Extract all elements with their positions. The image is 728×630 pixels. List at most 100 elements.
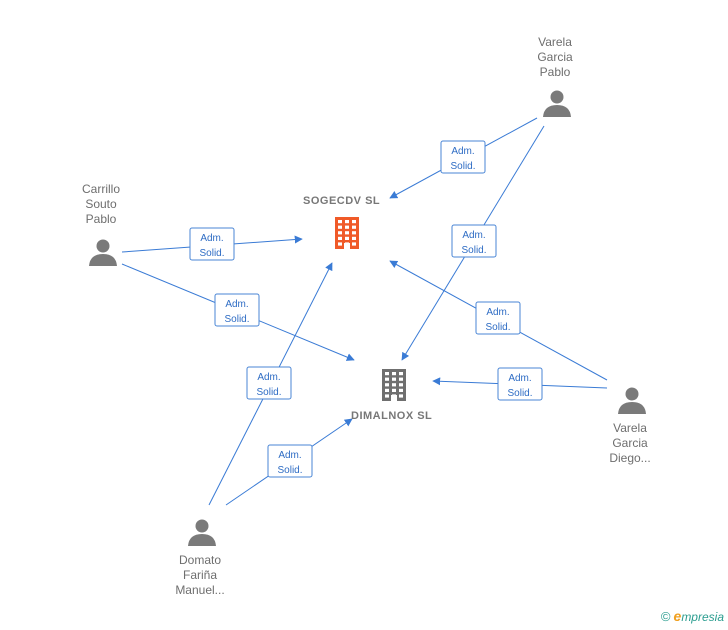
building-window: [338, 242, 342, 246]
building-window: [385, 388, 389, 392]
building-window: [352, 236, 356, 240]
building-icon-sogecdv[interactable]: [335, 217, 359, 249]
building-window: [399, 377, 403, 381]
relation-label-box: [497, 367, 543, 401]
building-icon-dimalnox[interactable]: [382, 369, 406, 401]
person-head: [96, 239, 110, 253]
building-window: [385, 372, 389, 376]
relation-label-text: Adm.: [508, 373, 531, 384]
relation-label-text: Adm.: [225, 299, 248, 310]
building-door: [391, 395, 397, 401]
person-label-carrillo[interactable]: Carrillo Souto Pablo: [71, 182, 131, 227]
building-window: [399, 372, 403, 376]
building-window: [345, 236, 349, 240]
relation-label-box: [451, 224, 497, 258]
building-window: [399, 388, 403, 392]
relation-label-text: Solid.: [485, 322, 510, 333]
person-head: [195, 519, 209, 533]
person-icon-varela-diego[interactable]: [618, 387, 646, 415]
person-head: [625, 387, 639, 401]
brand-name: mpresia: [681, 610, 724, 624]
person-name-line: Domato: [178, 553, 222, 567]
person-name-line: Carrillo: [81, 182, 120, 196]
building-window: [338, 220, 342, 224]
person-body: [618, 402, 646, 414]
relation-label-text: Solid.: [224, 314, 249, 325]
building-window: [392, 377, 396, 381]
person-icon-domato[interactable]: [188, 519, 216, 547]
person-head: [550, 90, 564, 104]
person-body: [188, 534, 216, 546]
building-window: [338, 225, 342, 229]
relation-label-text: Adm.: [462, 230, 485, 241]
relation-label-text: Solid.: [450, 161, 475, 172]
relation-label-text: Solid.: [461, 245, 486, 256]
building-window: [385, 377, 389, 381]
building-window: [399, 394, 403, 398]
person-name-line: Fariña: [182, 568, 217, 582]
building-window: [352, 225, 356, 229]
building-window: [385, 394, 389, 398]
copyright-icon: ©: [660, 609, 671, 624]
building-window: [338, 236, 342, 240]
person-name-line: Pablo: [539, 65, 571, 79]
person-name-line: Varela: [613, 421, 647, 435]
person-name-line: Diego...: [609, 451, 651, 465]
relation-label-text: Solid.: [507, 388, 532, 399]
relation-label-text: Adm.: [486, 307, 509, 318]
relation-label-varela-diego-sogecdv[interactable]: Adm. Solid.: [475, 301, 521, 335]
company-label-dimalnox[interactable]: DIMALNOX SL: [351, 410, 433, 422]
building-window: [345, 220, 349, 224]
relation-label-box: [214, 293, 260, 327]
relation-label-box: [189, 227, 235, 261]
relation-label-carrillo-dimalnox[interactable]: Adm. Solid.: [214, 293, 260, 327]
relation-label-text: Solid.: [277, 465, 302, 476]
person-label-varela-pablo[interactable]: Varela Garcia Pablo: [525, 35, 585, 80]
relation-label-domato-sogecdv[interactable]: Adm. Solid.: [246, 366, 292, 400]
building-window: [345, 225, 349, 229]
building-window: [385, 383, 389, 387]
building-window: [392, 388, 396, 392]
building-window: [399, 383, 403, 387]
building-window: [345, 231, 349, 235]
relation-label-box: [267, 444, 313, 478]
relation-label-carrillo-sogecdv[interactable]: Adm. Solid.: [189, 227, 235, 261]
nodes-layer: [89, 90, 646, 547]
brand-logo[interactable]: ©empresia: [661, 608, 724, 624]
relation-label-text: Solid.: [199, 248, 224, 259]
building-window: [352, 231, 356, 235]
relation-label-text: Adm.: [200, 233, 223, 244]
relation-label-text: Adm.: [278, 450, 301, 461]
person-icon-varela-pablo[interactable]: [543, 90, 571, 118]
relation-label-varela-pablo-sogecdv[interactable]: Adm. Solid.: [440, 140, 486, 174]
person-name-line: Manuel...: [175, 583, 225, 597]
person-name-line: Pablo: [85, 212, 117, 226]
relation-label-box: [246, 366, 292, 400]
brand-initial: e: [673, 608, 682, 624]
building-window: [392, 383, 396, 387]
person-label-varela-diego[interactable]: Varela Garcia Diego...: [600, 421, 660, 466]
relation-label-text: Adm.: [257, 372, 280, 383]
relation-label-varela-pablo-dimalnox[interactable]: Adm. Solid.: [451, 224, 497, 258]
person-name-line: Garcia: [612, 436, 648, 450]
building-window: [352, 242, 356, 246]
relation-label-box: [440, 140, 486, 174]
person-name-line: Varela: [538, 35, 572, 49]
person-icon-carrillo[interactable]: [89, 239, 117, 267]
relation-label-text: Solid.: [256, 387, 281, 398]
building-window: [392, 372, 396, 376]
person-label-domato[interactable]: Domato Fariña Manuel...: [165, 553, 235, 598]
building-window: [338, 231, 342, 235]
person-body: [89, 254, 117, 266]
building-door: [344, 243, 350, 249]
relation-label-text: Adm.: [451, 146, 474, 157]
company-label-sogecdv[interactable]: SOGECDV SL: [303, 195, 381, 207]
person-body: [543, 105, 571, 117]
edges-layer: [121, 117, 608, 506]
person-name-line: Garcia: [537, 50, 573, 64]
relation-label-domato-dimalnox[interactable]: Adm. Solid.: [267, 444, 313, 478]
building-window: [352, 220, 356, 224]
relation-label-box: [475, 301, 521, 335]
relation-label-varela-diego-dimalnox[interactable]: Adm. Solid.: [497, 367, 543, 401]
